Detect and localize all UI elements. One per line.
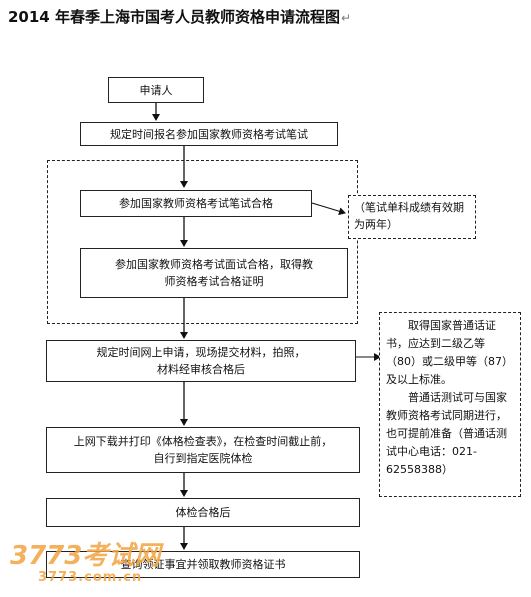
note-written-validity: （笔试单科成绩有效期为两年） (348, 195, 476, 239)
node-pass-interview-label: 参加国家教师资格考试面试合格，取得教 师资格考试合格证明 (115, 258, 313, 288)
node-pass-interview: 参加国家教师资格考试面试合格，取得教 师资格考试合格证明 (80, 248, 348, 298)
paragraph-mark-icon: ↵ (340, 11, 352, 25)
watermark-url-text: 3773.com.cn (38, 570, 143, 585)
watermark-url: 3773.com.cn (38, 570, 142, 585)
node-pass-written-label: 参加国家教师资格考试笔试合格 (119, 197, 273, 210)
node-online-apply-label: 规定时间网上申请，现场提交材料，拍照， 材料经审核合格后 (96, 346, 306, 376)
node-medical-exam-label: 上网下载并打印《体格检查表》，在检查时间截止前， 自行到指定医院体检 (73, 435, 333, 465)
node-applicant-label: 申请人 (139, 83, 173, 97)
title-text: 2014 年春季上海市国考人员教师资格申请流程图 (8, 8, 340, 26)
node-pass-written: 参加国家教师资格考试笔试合格 (80, 190, 312, 217)
node-get-certificate: 查询领证事宜并领取教师资格证书 (46, 551, 360, 578)
note-mandarin-schedule: 普通话测试可与国家教师资格考试同期进行，也可提前准备（普通话测试中心电话：021… (386, 391, 507, 476)
arrow-written-to-note (311, 202, 346, 216)
node-medical-pass: 体检合格后 (46, 498, 360, 527)
node-register-written-label: 规定时间报名参加国家教师资格考试笔试 (110, 127, 308, 141)
exam-stage-group (47, 160, 358, 324)
node-applicant: 申请人 (108, 77, 204, 103)
note-mandarin-requirement: 取得国家普通话证书，应达到二级乙等（80）或二级甲等（87）及以上标准。 (386, 319, 513, 386)
note-mandarin: 取得国家普通话证书，应达到二级乙等（80）或二级甲等（87）及以上标准。 普通话… (379, 312, 521, 497)
page-title: 2014 年春季上海市国考人员教师资格申请流程图↵ (8, 6, 523, 27)
watermark-logo-text: 3773考试网 (10, 541, 161, 571)
node-register-written: 规定时间报名参加国家教师资格考试笔试 (80, 122, 338, 146)
node-medical-exam: 上网下载并打印《体格检查表》，在检查时间截止前， 自行到指定医院体检 (46, 427, 360, 473)
node-get-certificate-label: 查询领证事宜并领取教师资格证书 (120, 558, 286, 571)
watermark-logo: 3773考试网 (10, 535, 160, 572)
note-written-validity-text: （笔试单科成绩有效期为两年） (354, 201, 464, 231)
node-medical-pass-label: 体检合格后 (175, 506, 231, 519)
node-online-apply: 规定时间网上申请，现场提交材料，拍照， 材料经审核合格后 (46, 340, 356, 382)
